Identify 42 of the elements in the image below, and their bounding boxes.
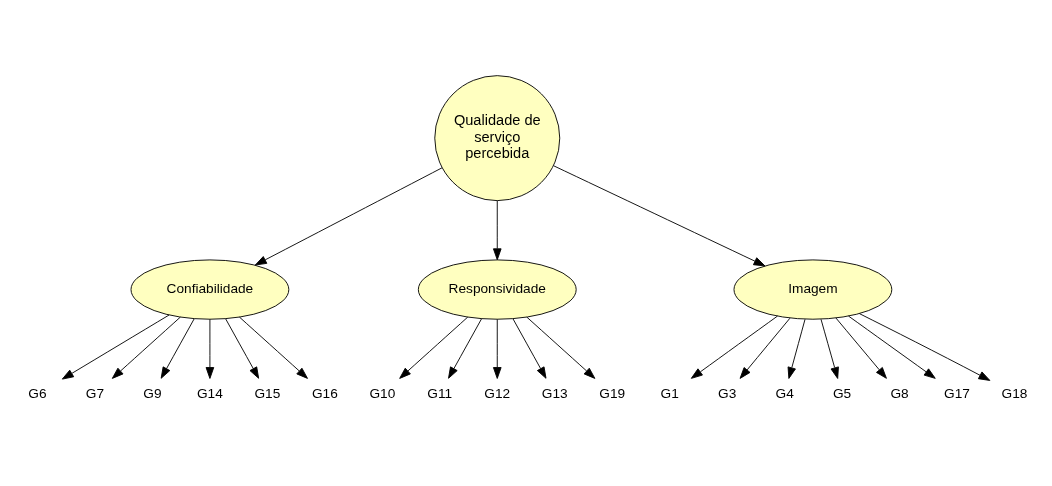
node-text: G7 (85, 385, 105, 401)
arrow (239, 316, 308, 379)
arrow (690, 315, 778, 379)
arrow (835, 317, 887, 379)
arrow (61, 314, 170, 380)
arrow (512, 317, 547, 379)
arrow (160, 317, 195, 379)
node-text: G18 (1001, 385, 1028, 401)
node-text: G4 (775, 385, 794, 401)
node-text: G6 (28, 385, 47, 401)
arrow (492, 318, 502, 379)
node-text: G14 (196, 385, 223, 401)
node-text: G8 (890, 385, 909, 401)
node-text: G3 (718, 385, 737, 401)
node-text: G17 (944, 385, 970, 401)
arrow (553, 164, 766, 266)
arrow (526, 316, 596, 379)
node-text: G15 (254, 385, 281, 401)
node-text: G13 (541, 385, 568, 401)
node-text: G1 (660, 385, 679, 401)
arrow (492, 199, 502, 260)
arrow (787, 318, 806, 379)
arrow (225, 317, 260, 379)
node-ellipse: Confiabilidade (130, 258, 290, 320)
arrow (254, 166, 443, 265)
node-text: G19 (599, 385, 626, 401)
node-circle: Qualidade de serviço percebida (434, 74, 561, 201)
node-text: G12 (484, 385, 511, 401)
node-text: G16 (311, 385, 338, 401)
node-text: G9 (143, 385, 162, 401)
node-text: G10 (369, 385, 396, 401)
arrow (448, 317, 482, 379)
arrow (399, 316, 469, 379)
arrow (859, 312, 991, 381)
node-ellipse: Responsividade (417, 258, 577, 320)
arrow (739, 317, 791, 379)
node-text: G5 (832, 385, 852, 401)
arrow (820, 318, 839, 379)
node-text: G11 (427, 385, 453, 401)
arrow (205, 318, 215, 379)
arrow (111, 316, 181, 379)
arrow (848, 315, 936, 379)
